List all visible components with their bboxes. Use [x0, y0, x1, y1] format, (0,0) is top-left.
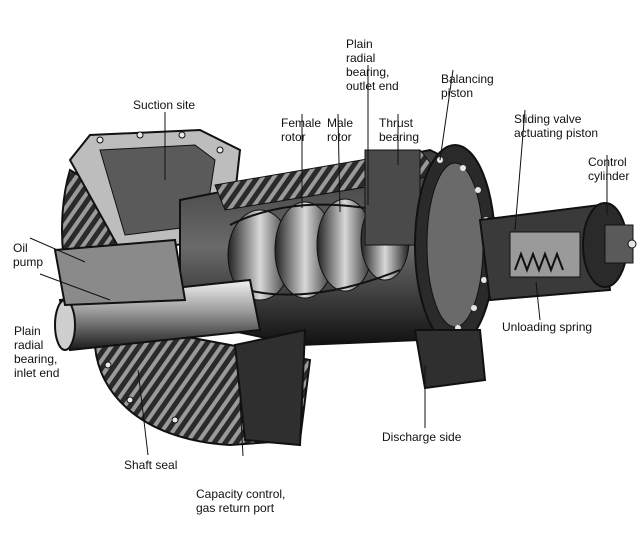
label-capacity-control: Capacity control,gas return port	[196, 487, 286, 515]
thrust-bearing-block	[364, 149, 421, 246]
compressor-body	[53, 128, 637, 447]
compressor-cutaway-illustration	[29, 65, 637, 457]
leader-lines	[29, 65, 608, 457]
left-flange-bolts	[96, 131, 224, 424]
label-suction-site: Suction site	[133, 98, 196, 112]
support-foot-right	[413, 329, 487, 390]
label-unloading-spring: Unloading spring	[502, 320, 593, 334]
oil-pump-body	[53, 238, 187, 307]
support-foot-left	[233, 328, 307, 447]
label-shaft-seal: Shaft seal	[124, 458, 178, 472]
label-discharge-side: Discharge side	[382, 430, 462, 444]
unloading-spring-coil	[514, 251, 564, 273]
